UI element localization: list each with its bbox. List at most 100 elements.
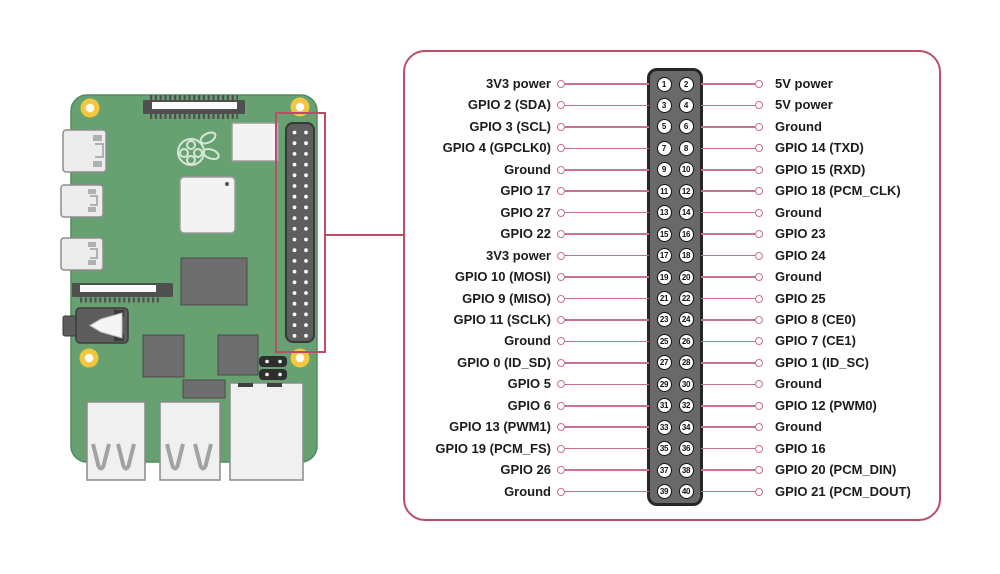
right-wire: [701, 426, 755, 428]
left-wire-node: [557, 122, 565, 131]
left-wire: [565, 383, 649, 386]
right-wire-node: [755, 230, 763, 239]
pin-left-label: GPIO 6: [507, 397, 551, 413]
pin-left-label: 3V3 power: [485, 76, 551, 91]
left-wire-node: [557, 337, 565, 346]
header-pin-dot: [292, 269, 297, 274]
right-wire: [701, 233, 755, 235]
pin-left-label: Ground: [504, 161, 551, 177]
pin-number-odd: 29: [656, 376, 672, 392]
right-wire-node: [755, 273, 763, 282]
soc-chip: [179, 176, 236, 234]
pin-number-even: 22: [678, 291, 694, 306]
ethernet-port: [229, 382, 304, 481]
pin-left-label: Ground: [504, 333, 551, 349]
header-pin-dot: [292, 162, 297, 167]
left-wire: [565, 276, 649, 278]
left-wire-node: [557, 401, 565, 410]
pin-number-even: 28: [678, 355, 694, 371]
pin-number-odd: 13: [656, 205, 672, 221]
left-wire: [565, 319, 649, 321]
header-pin-dot: [304, 162, 308, 167]
right-wire-node: [755, 444, 763, 453]
header-pin-dot: [292, 194, 297, 199]
pin-number-even: 16: [678, 226, 694, 242]
pin-right-label: Ground: [775, 118, 822, 134]
pin-number-even: 40: [678, 484, 694, 500]
left-wire-node: [557, 315, 565, 324]
left-wire-node: [557, 101, 565, 110]
pinout-header-strip: [647, 68, 703, 506]
header-pin-dot: [292, 130, 297, 135]
right-wire: [701, 254, 755, 257]
right-wire-node: [755, 208, 763, 217]
right-wire-node: [755, 101, 763, 110]
micro-hdmi-port-1: [60, 184, 104, 218]
right-wire: [701, 104, 755, 107]
pin-number-odd: 33: [656, 419, 672, 435]
header-pin-dot: [304, 237, 308, 242]
header-pin-dot: [292, 184, 297, 188]
left-wire-node: [557, 444, 565, 453]
left-wire: [565, 104, 649, 107]
header-pin-dot: [304, 312, 308, 317]
pin-number-odd: 31: [656, 398, 672, 414]
pin-right-label: GPIO 20 (PCM_DIN): [775, 462, 897, 478]
left-wire-node: [557, 208, 565, 217]
header-pin-dot: [304, 194, 308, 199]
right-wire: [701, 469, 755, 471]
audio-jack: [62, 307, 129, 344]
left-wire: [565, 169, 649, 171]
header-pin-dot: [304, 226, 308, 231]
right-wire-node: [755, 337, 763, 346]
pin-number-even: 24: [678, 312, 694, 328]
pin-number-odd: 3: [656, 97, 672, 113]
header-pin-dot: [304, 301, 308, 306]
right-wire: [701, 276, 755, 278]
header-pin-dot: [304, 205, 308, 210]
header-pin-dot: [292, 312, 297, 317]
right-wire-node: [755, 294, 763, 303]
left-wire: [565, 190, 649, 193]
wifi-module: [231, 122, 279, 162]
pin-number-even: 4: [678, 97, 694, 113]
right-wire: [701, 147, 755, 150]
header-pin-dot: [304, 333, 308, 338]
pin-left-label: GPIO 3 (SCL): [469, 118, 551, 134]
right-wire: [701, 490, 755, 493]
usb-port-2: [159, 401, 221, 481]
pin-number-odd: 5: [656, 119, 672, 135]
right-wire-node: [755, 401, 763, 410]
left-wire: [565, 469, 649, 471]
pin-right-label: GPIO 1 (ID_SC): [775, 354, 869, 370]
pin-right-label: GPIO 12 (PWM0): [775, 397, 877, 413]
pin-right-label: 5V power: [775, 97, 833, 113]
left-wire: [565, 254, 649, 257]
raspberry-logo-icon: [177, 131, 220, 166]
pin-right-label: Ground: [775, 419, 822, 435]
header-pin-dot: [304, 130, 308, 135]
chip-c: [182, 379, 226, 399]
pin-number-even: 10: [678, 162, 694, 178]
pin-right-label: GPIO 21 (PCM_DOUT): [775, 483, 911, 499]
header-pin-dot: [292, 333, 297, 338]
right-wire-node: [755, 165, 763, 174]
header-pin-dot: [292, 301, 297, 306]
pin-number-even: 14: [678, 205, 694, 221]
header-pin-dot: [304, 248, 308, 253]
pin-number-odd: 39: [656, 484, 672, 500]
pin-left-label: GPIO 4 (GPCLK0): [442, 140, 551, 156]
chip-a: [142, 334, 185, 378]
header-pin-dot: [304, 323, 308, 327]
pin-number-odd: 27: [656, 355, 672, 371]
right-wire-node: [755, 251, 763, 260]
pin-left-label: GPIO 5: [507, 376, 551, 392]
right-wire-node: [755, 358, 763, 367]
right-wire: [701, 447, 755, 450]
pin-number-even: 36: [678, 441, 694, 457]
left-wire: [565, 490, 649, 493]
camera-connector: [143, 95, 245, 119]
header-pin-dot: [292, 237, 297, 242]
left-wire-node: [557, 80, 565, 88]
